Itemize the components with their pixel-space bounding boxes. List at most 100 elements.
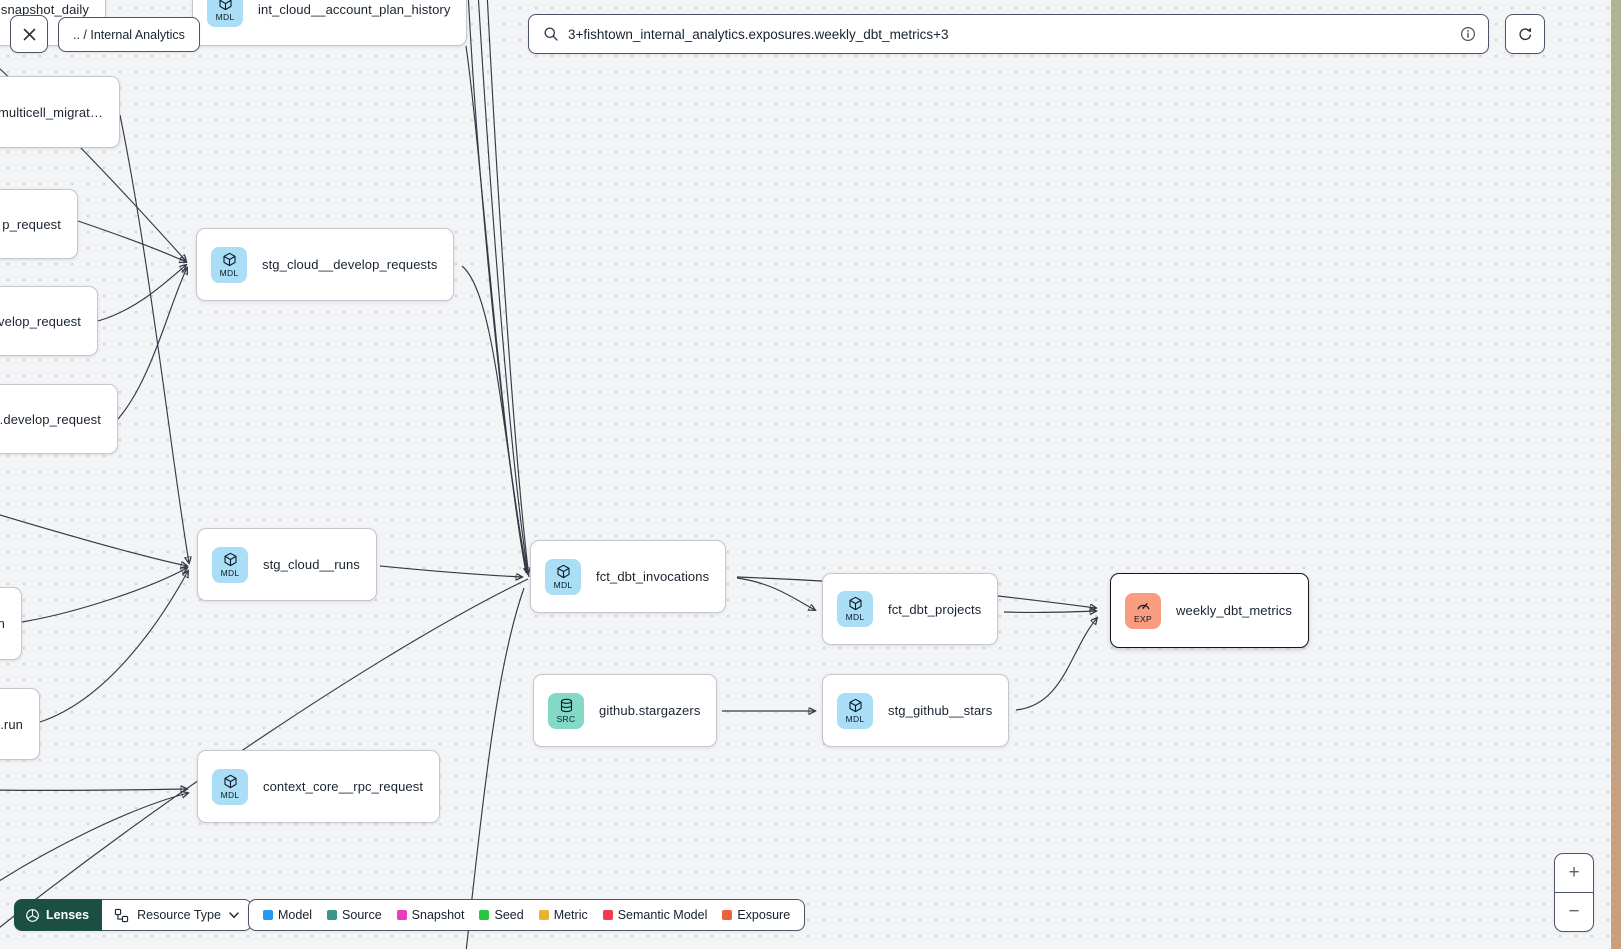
graph-node-n-partial[interactable]: n (0, 587, 22, 660)
lineage-edge (465, 45, 527, 574)
lineage-edge (1015, 618, 1097, 711)
close-button[interactable] (10, 15, 48, 53)
legend-item-seed: Seed (479, 908, 524, 922)
gauge-icon (1136, 598, 1151, 613)
cube-icon (223, 774, 238, 789)
legend-item-semantic-model: Semantic Model (602, 908, 708, 922)
node-title: stg_cloud__runs (263, 557, 360, 572)
node-title: p_request (2, 216, 61, 232)
graph-node-context-core-rpc-request[interactable]: MDL context_core__rpc_request (197, 750, 441, 823)
resource-type-label: Resource Type (137, 908, 221, 922)
zoom-in-button[interactable]: + (1555, 854, 1593, 893)
refresh-button[interactable] (1505, 14, 1545, 54)
node-badge: MDL (837, 591, 873, 627)
node-badge: MDL (837, 692, 873, 729)
node-title: int_cloud__account_plan_history (258, 1, 451, 17)
search-input[interactable] (568, 26, 1451, 42)
node-title: .run (0, 716, 23, 732)
info-icon[interactable] (1460, 26, 1476, 42)
lineage-edge (77, 220, 186, 262)
node-badge-label: MDL (845, 612, 865, 622)
node-title: snapshot_daily (0, 1, 89, 17)
lineage-edge (0, 578, 529, 928)
node-title: context_core__rpc_request (263, 779, 424, 794)
legend-label: Metric (553, 908, 588, 922)
node-badge-label: MDL (845, 713, 865, 724)
node-badge-label: EXP (1134, 613, 1152, 624)
graph-node-run-partial[interactable]: .run (0, 688, 40, 760)
node-title: stg_cloud__develop_requests (262, 257, 438, 272)
breadcrumb[interactable]: .. / Internal Analytics (58, 17, 200, 52)
node-title: multicell_migrat… (0, 104, 103, 120)
node-title: n (0, 616, 5, 631)
lineage-edge (1003, 611, 1096, 612)
node-badge-label: MDL (220, 567, 240, 578)
node-badge: MDL (212, 768, 248, 805)
lineage-edge (486, 0, 530, 578)
lineage-edge (0, 789, 187, 790)
lineage-edge (379, 565, 522, 577)
graph-node-stg-github-stars[interactable]: MDL stg_github__stars (822, 674, 1010, 747)
node-badge: MDL (212, 546, 248, 583)
node-title: weekly_dbt_metrics (1176, 603, 1292, 618)
legend-label: Source (342, 908, 382, 922)
legend-item-source: Source (327, 908, 382, 922)
cube-icon (218, 0, 233, 11)
legend-label: Semantic Model (617, 908, 708, 922)
cube-icon (222, 252, 237, 267)
legend-swatch (396, 910, 407, 920)
resource-type-icon (114, 908, 129, 922)
legend-swatch (602, 910, 613, 920)
graph-node-int-cloud-account-plan-history[interactable]: MDL int_cloud__account_plan_history (192, 0, 468, 46)
node-title: stg_github__stars (888, 703, 993, 718)
lineage-edge (117, 268, 187, 420)
node-badge: MDL (545, 558, 581, 595)
node-badge-label: MDL (215, 12, 235, 22)
legend-swatch (263, 910, 273, 920)
legend-item-snapshot: Snapshot (396, 908, 464, 922)
lenses-label: Lenses (46, 908, 90, 922)
legend-swatch (327, 910, 338, 920)
graph-node-stg-cloud-runs[interactable]: MDL stg_cloud__runs (197, 528, 377, 601)
node-badge-label: MDL (553, 579, 573, 590)
lineage-edge (736, 577, 815, 610)
legend-label: Seed (494, 908, 524, 922)
graph-node-velop-request[interactable]: velop_request (0, 286, 98, 356)
lineage-edge (0, 793, 188, 882)
graph-node-p-request[interactable]: p_request (0, 189, 78, 259)
lenses-button[interactable]: Lenses (14, 899, 103, 931)
legend-swatch (538, 910, 549, 920)
node-title: .develop_request (0, 411, 101, 427)
graph-node-develop-request[interactable]: .develop_request (0, 384, 118, 454)
resource-type-button[interactable]: Resource Type (102, 899, 252, 931)
legend-item-exposure: Exposure (722, 908, 790, 922)
zoom-out-button[interactable]: − (1568, 901, 1580, 922)
lineage-edge (97, 265, 186, 322)
search-icon (544, 27, 558, 41)
node-badge: EXP (1125, 592, 1161, 629)
lineage-edge (465, 587, 525, 949)
cube-icon (556, 564, 571, 579)
legend-label: Exposure (737, 908, 791, 922)
refresh-icon (1518, 27, 1531, 40)
lineage-edge (477, 0, 528, 574)
cube-icon (848, 596, 863, 611)
breadcrumb-label: .. / Internal Analytics (73, 27, 185, 42)
legend-swatch (479, 910, 490, 920)
graph-node-weekly-dbt-metrics[interactable]: EXP weekly_dbt_metrics (1110, 573, 1309, 648)
legend-item-metric: Metric (538, 908, 588, 922)
legend-swatch (722, 910, 733, 920)
graph-node-multicell-migrat[interactable]: multicell_migrat… (0, 76, 120, 148)
cube-icon (223, 552, 238, 567)
database-icon (559, 698, 574, 713)
node-badge-label: MDL (220, 789, 240, 800)
node-title: velop_request (0, 313, 81, 329)
lineage-edge (39, 571, 188, 723)
